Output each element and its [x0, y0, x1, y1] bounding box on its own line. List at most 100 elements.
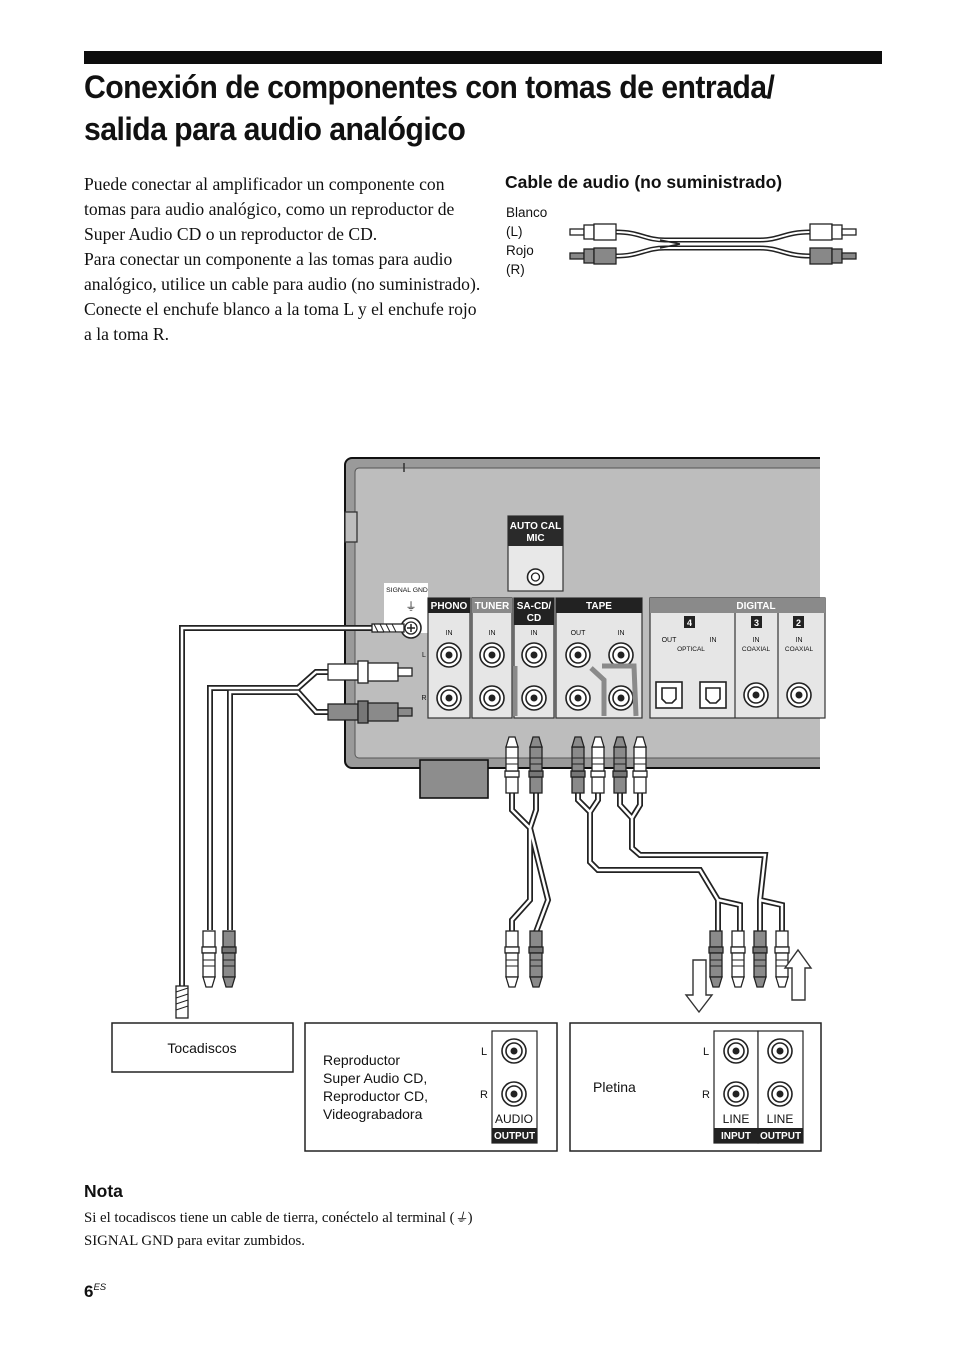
- phono-section: PHONO IN L R: [421, 597, 471, 719]
- player-l-jack: [501, 1038, 527, 1064]
- red-plug-left: [569, 247, 617, 265]
- cable-plug-labels: Blanco (L) Rojo (R): [506, 203, 547, 279]
- phono-r-plug: [327, 700, 413, 724]
- tape-label: TAPE: [586, 601, 612, 612]
- optical-in-label: IN: [710, 637, 717, 644]
- note-text: Si el tocadiscos tiene un cable de tierr…: [84, 1206, 484, 1253]
- sacd-label-1: SA-CD/: [517, 601, 552, 612]
- red-plug-right: [809, 247, 857, 265]
- player-r-label: R: [480, 1089, 488, 1101]
- note-text-after: ) SIGNAL GND para evitar zumbidos.: [84, 1210, 473, 1249]
- input-4-badge: 4: [687, 618, 692, 628]
- cable-heading: Cable de audio (no suministrado): [505, 172, 783, 192]
- intro-paragraph-1: Puede conectar al amplificador un compon…: [84, 174, 455, 244]
- sacd-l-jack: [521, 642, 547, 668]
- optical-in-port: [699, 681, 727, 709]
- input-3-badge: 3: [754, 618, 759, 628]
- coaxial-2-in-label: IN: [796, 637, 803, 644]
- sacd-section: SA-CD/ CD IN: [513, 597, 555, 719]
- arrow-up-icon: [783, 948, 813, 1001]
- tape-section: TAPE OUT IN: [555, 597, 643, 719]
- player-label-3: Reproductor CD,: [323, 1088, 428, 1104]
- white-plug-left: [569, 223, 617, 241]
- sacd-r-jack: [521, 685, 547, 711]
- coaxial-3-jack: [743, 682, 769, 708]
- turntable-label: Tocadiscos: [167, 1040, 236, 1056]
- phono-l-plug: [327, 660, 413, 684]
- auto-cal-label-1: AUTO CAL: [510, 521, 561, 532]
- label-white: Blanco: [506, 205, 548, 220]
- sacd-in-label: IN: [531, 630, 538, 637]
- deck-input-l-jack: [723, 1038, 749, 1064]
- mic-jack: [526, 568, 545, 586]
- auto-cal-label-2: MIC: [526, 533, 544, 544]
- tuner-section: TUNER IN: [471, 597, 513, 719]
- note-text-before: Si el tocadiscos tiene un cable de tierr…: [84, 1210, 455, 1226]
- coaxial-3-label: COAXIAL: [742, 646, 771, 653]
- coaxial-3-in-label: IN: [753, 637, 760, 644]
- digital-label: DIGITAL: [736, 601, 775, 612]
- sacd-label-2: CD: [527, 613, 541, 624]
- coaxial-2-label: COAXIAL: [785, 646, 814, 653]
- label-red-channel: (R): [506, 262, 525, 277]
- audio-cable-illustration: [569, 223, 857, 265]
- amplifier-rear-panel: AUTO CAL MIC SIGNAL GND ⏚ PHONO IN L R: [344, 450, 840, 799]
- white-plug-right: [809, 223, 857, 241]
- deck-box: Pletina L R LINE LINE INPUT OUTPUT: [569, 1022, 822, 1152]
- deck-r-label: R: [702, 1089, 710, 1101]
- page-title-line-2: salida para audio analógico: [84, 111, 466, 147]
- label-red: Rojo: [506, 243, 534, 258]
- signal-gnd-label: SIGNAL GND: [386, 587, 428, 594]
- deck-line-out-label: LINE: [767, 1112, 794, 1126]
- optical-out-port: [655, 681, 683, 709]
- tuner-in-label: IN: [489, 630, 496, 637]
- tuner-r-jack: [479, 685, 505, 711]
- deck-input-r-jack: [723, 1081, 749, 1107]
- intro-paragraph-2: Para conectar un componente a las tomas …: [84, 249, 481, 294]
- player-label-1: Reproductor: [323, 1052, 400, 1068]
- optical-label: OPTICAL: [677, 646, 705, 653]
- intro-text: Puede conectar al amplificador un compon…: [84, 172, 484, 347]
- digital-section: DIGITAL 4 3 2 OUT IN OPTICAL IN COAXIAL …: [649, 597, 826, 719]
- deck-output-r-jack: [767, 1081, 793, 1107]
- player-audio-label: AUDIO: [495, 1112, 533, 1126]
- phono-r-label: R: [421, 695, 426, 702]
- turntable-box: Tocadiscos: [111, 1022, 294, 1073]
- phono-l-label: L: [422, 652, 426, 659]
- tape-out-r-jack: [565, 685, 591, 711]
- phono-r-jack: [436, 685, 462, 711]
- player-r-jack: [501, 1081, 527, 1107]
- tape-out-l-jack: [565, 642, 591, 668]
- tape-in-r-jack: [608, 685, 634, 711]
- page-title-line-1: Conexión de componentes con tomas de ent…: [84, 69, 775, 105]
- deck-l-label: L: [703, 1046, 709, 1058]
- phono-label: PHONO: [431, 601, 468, 612]
- page-title: Conexión de componentes con tomas de ent…: [84, 66, 828, 150]
- page-number-value: 6: [84, 1282, 94, 1301]
- label-white-channel: (L): [506, 224, 523, 239]
- ground-symbol-icon: ⏚: [454, 1210, 468, 1225]
- note-heading: Nota: [84, 1181, 123, 1201]
- deck-input-label: INPUT: [721, 1131, 751, 1142]
- phono-in-label: IN: [446, 630, 453, 637]
- page-number: 6ES: [84, 1282, 106, 1302]
- deck-output-l-jack: [767, 1038, 793, 1064]
- tape-out-label: OUT: [571, 630, 587, 637]
- player-label-2: Super Audio CD,: [323, 1070, 427, 1086]
- tape-in-l-jack: [608, 642, 634, 668]
- phono-l-jack: [436, 642, 462, 668]
- deck-output-label: OUTPUT: [760, 1131, 801, 1142]
- player-label-4: Videograbadora: [323, 1106, 423, 1122]
- player-l-label: L: [481, 1046, 487, 1058]
- tuner-label: TUNER: [475, 601, 510, 612]
- input-2-badge: 2: [796, 618, 801, 628]
- header-rule: [84, 51, 882, 64]
- player-box: Reproductor Super Audio CD, Reproductor …: [304, 1022, 558, 1152]
- tuner-l-jack: [479, 642, 505, 668]
- player-output-label: OUTPUT: [494, 1131, 535, 1142]
- tape-in-label: IN: [618, 630, 625, 637]
- deck-line-in-label: LINE: [723, 1112, 750, 1126]
- intro-paragraph-3: Conecte el enchufe blanco a la toma L y …: [84, 299, 477, 344]
- page-language-suffix: ES: [93, 1282, 107, 1293]
